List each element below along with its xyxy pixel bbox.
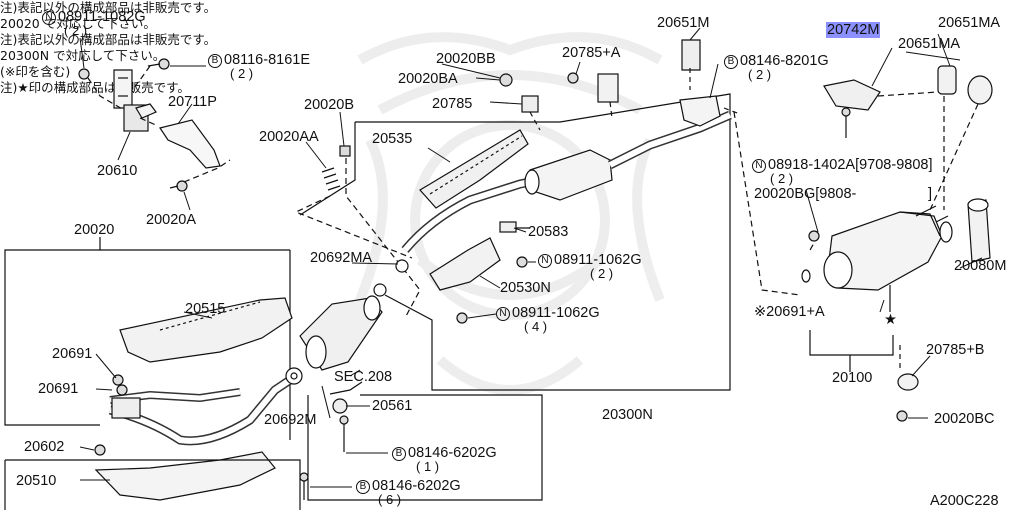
seal-emblem [355,32,665,395]
figure-id: A200C228 [930,493,999,509]
n-circle-icon: N [538,254,552,268]
label-20711P: 20711P [168,94,217,110]
label-20100: 20100 [832,370,873,386]
label-20515: 20515 [185,301,226,317]
label-20692MA: 20692MA [310,250,373,266]
label-20020BB: 20020BB [436,51,496,67]
qty-08911-1062G-b: ( 4 ) [524,319,548,334]
qty-08918-1402A: ( 2 ) [770,171,794,186]
n-circle-icon: N [42,11,56,25]
label-20785A: 20785+A [562,45,621,61]
n-circle-icon: N [496,307,510,321]
label-20020B: 20020B [304,97,354,113]
star-mark: ★ [884,312,897,328]
label-20530N: 20530N [500,280,551,296]
label-20020: 20020 [74,222,115,238]
label-20742M: 20742M [826,22,881,38]
label-20610: 20610 [97,163,138,179]
label-20535: 20535 [372,131,413,147]
label-20785: 20785 [432,96,473,112]
n-circle-icon: N [752,159,766,173]
label-20692M: 20692M [264,412,317,428]
label-20651M: 20651M [657,15,710,31]
note-20020-line2: 20020 で対応して下さい。 [0,16,156,31]
label-20300N: 20300N [602,407,653,423]
note-20020-line1: 注)表記以外の構成部品は非販売です。 [0,0,217,15]
label-20691-b: 20691 [38,381,79,397]
label-20651MA-top: 20651MA [938,15,1001,31]
qty-08146-6202G-b: ( 6 ) [378,492,402,507]
label-20785B: 20785+B [926,342,985,358]
b-circle-icon: B [208,54,222,68]
b-circle-icon: B [392,447,406,461]
qty-08911-1082G: ( 2 ) [64,23,88,38]
highlighted-part-number: 20742M [826,22,881,38]
label-20020BC: 20020BC [934,411,995,427]
b-circle-icon: B [724,55,738,69]
note-20300N-line1: 注)表記以外の構成部品は非販売です。 [0,32,217,47]
label-20020AA: 20020AA [259,129,319,145]
label-20020BA: 20020BA [398,71,458,87]
label-20691A: ※20691+A [754,304,825,320]
label-20691-a: 20691 [52,346,93,362]
b-circle-icon: B [356,480,370,494]
label-20080M: 20080M [954,258,1007,274]
label-20602: 20602 [24,439,65,455]
qty-08146-8201G: ( 2 ) [748,67,772,82]
qty-08116-8161E: ( 2 ) [230,66,254,81]
label-20020BG: 20020BG[9808- [754,186,857,202]
label-20510: 20510 [16,473,57,489]
label-20651MA: 20651MA [898,36,961,52]
label-20561: 20561 [372,398,413,414]
label-20300N-sub: (※印を含む) [0,64,71,79]
label-sec-208: SEC.208 [334,369,393,385]
label-20583: 20583 [528,224,569,240]
label-20020A: 20020A [146,212,196,228]
qty-08146-6202G-a: ( 1 ) [416,459,440,474]
qty-08911-1062G-a: ( 2 ) [590,266,614,281]
label-20020BG-close: ] [928,186,933,202]
